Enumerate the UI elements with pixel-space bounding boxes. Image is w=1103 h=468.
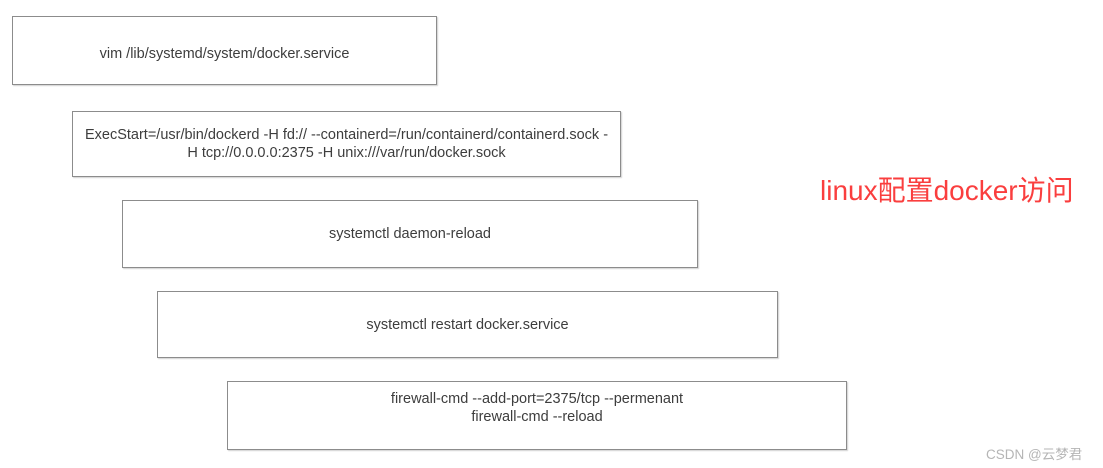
command-text-line: firewall-cmd --add-port=2375/tcp --perme… [390, 390, 684, 407]
command-text: vim /lib/systemd/system/docker.service [99, 45, 350, 62]
command-text: systemctl daemon-reload [329, 226, 491, 242]
command-text-line: ExecStart=/usr/bin/dockerd -H fd:// --co… [84, 127, 609, 143]
step-box-restart-docker: systemctl restart docker.service [157, 291, 778, 358]
command-text: systemctl restart docker.service [366, 316, 569, 333]
csdn-watermark: CSDN @云梦君 [986, 447, 1083, 462]
step-box-firewall: firewall-cmd --add-port=2375/tcp --perme… [227, 381, 847, 450]
command-text-line: firewall-cmd --reload [471, 408, 603, 425]
step-box-execstart-config: ExecStart=/usr/bin/dockerd -H fd:// --co… [72, 111, 621, 177]
annotation-title: linux配置docker访问 [820, 175, 1074, 206]
command-text-line: H tcp://0.0.0.0:2375 -H unix:///var/run/… [187, 145, 506, 161]
step-box-edit-docker-service: vim /lib/systemd/system/docker.service [12, 16, 437, 85]
step-box-daemon-reload: systemctl daemon-reload [122, 200, 698, 268]
